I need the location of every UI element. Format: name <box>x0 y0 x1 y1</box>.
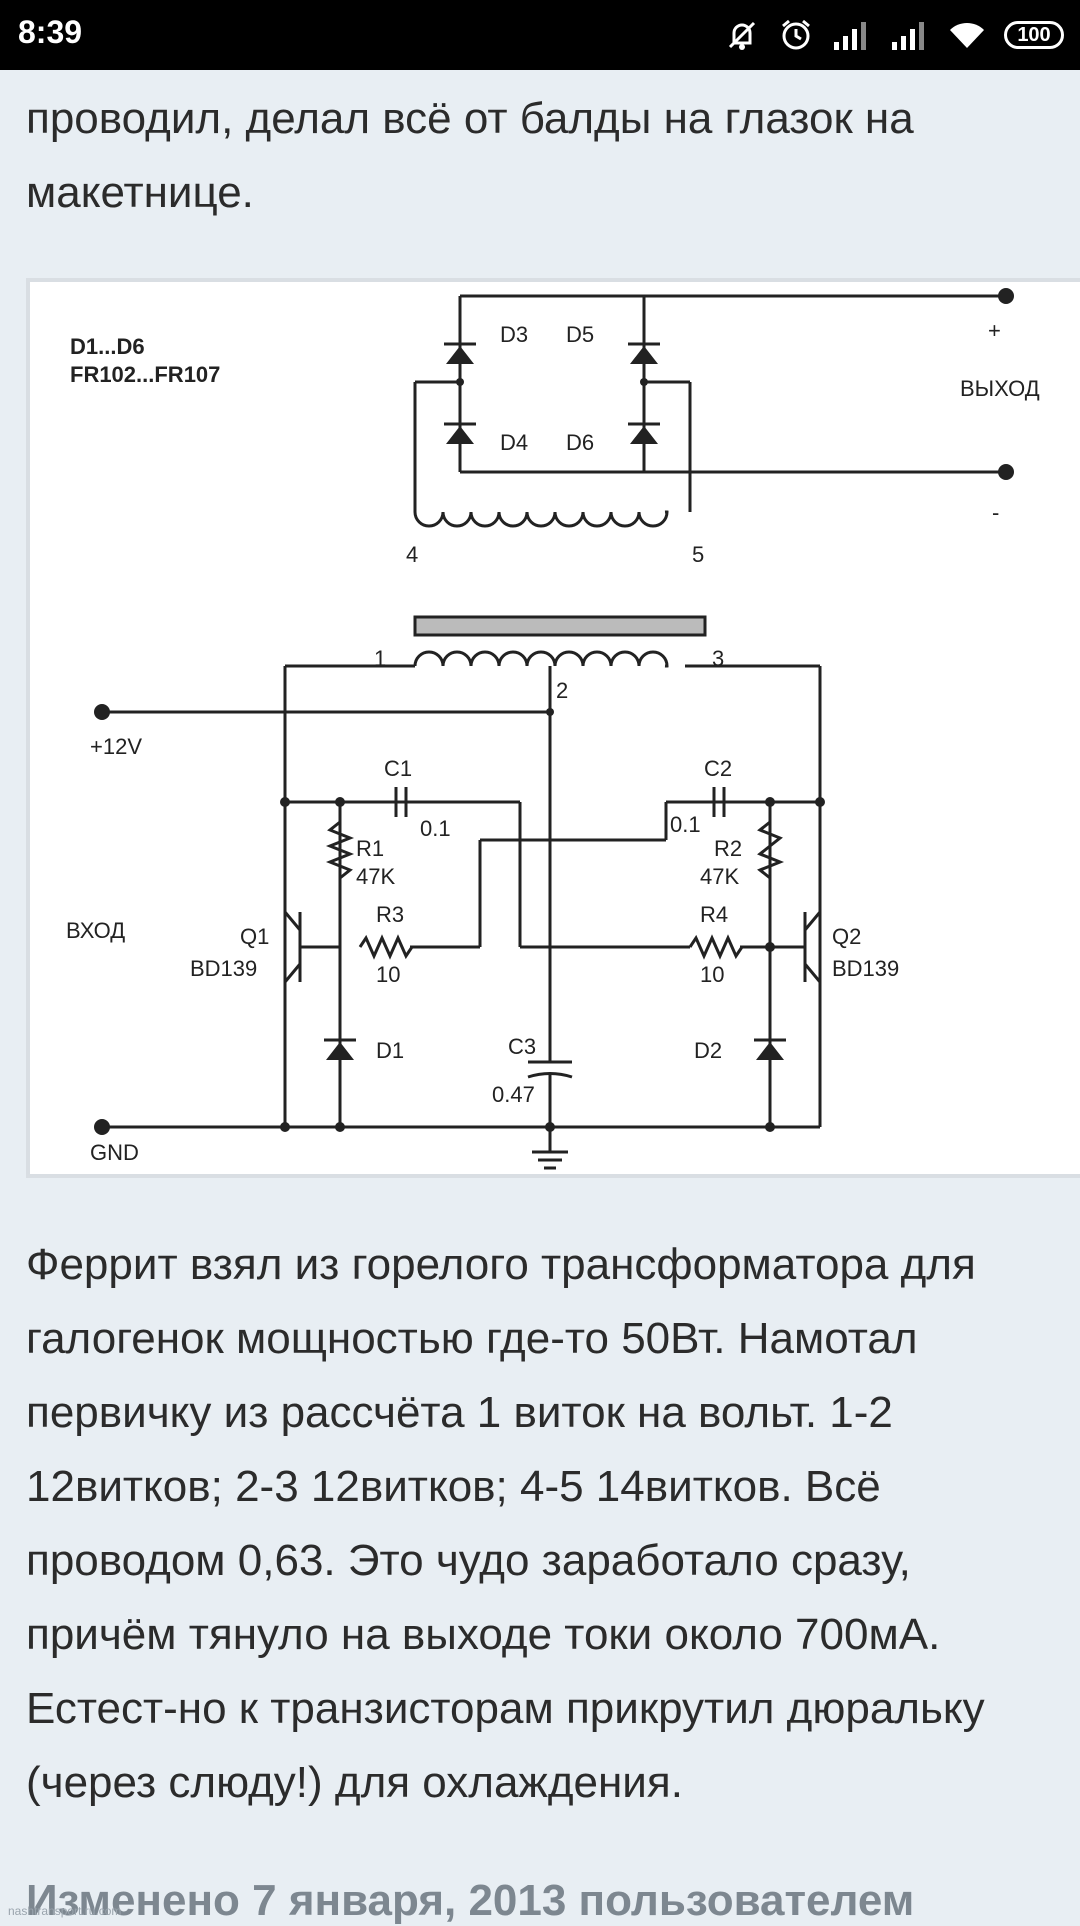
circuit-diagram: D1...D6 FR102...FR107 D3 D5 D4 D6 + - ВЫ… <box>66 288 1040 1170</box>
article-intro-text: проводил, делал всё от балды на глазок н… <box>26 94 914 217</box>
article-body-text: Феррит взял из горелого трансформатора д… <box>26 1240 985 1807</box>
battery-icon: 100 <box>1004 21 1064 49</box>
pin-4-label: 4 <box>406 542 418 567</box>
status-bar: 8:39 100 <box>0 0 1080 70</box>
signal-icon <box>890 20 930 50</box>
plus-label: + <box>988 318 1001 343</box>
signal-icon <box>832 20 872 50</box>
status-icons: 100 <box>724 12 1064 58</box>
gnd-label: GND <box>90 1140 139 1165</box>
diode-spec-label: D1...D6 <box>70 334 145 359</box>
c3-value-label: 0.47 <box>492 1082 535 1107</box>
r2-label: R2 <box>714 836 742 861</box>
q1-label: Q1 <box>240 924 269 949</box>
pin-1-label: 1 <box>374 646 386 671</box>
r1-label: R1 <box>356 836 384 861</box>
q2-type-label: BD139 <box>832 956 899 981</box>
input-label: ВХОД <box>66 918 125 943</box>
wifi-icon <box>948 20 986 50</box>
c3-label: C3 <box>508 1034 536 1059</box>
r4-label: R4 <box>700 902 728 927</box>
d2-label: D2 <box>694 1038 722 1063</box>
watermark: nashtransport.ru.com <box>8 1904 122 1918</box>
d4-label: D4 <box>500 430 528 455</box>
r3-value-label: 10 <box>376 962 400 987</box>
r2-value-label: 47K <box>700 864 739 889</box>
minus-label: - <box>992 500 999 525</box>
output-label: ВЫХОД <box>960 376 1040 401</box>
schematic-image[interactable]: D1...D6 FR102...FR107 D3 D5 D4 D6 + - ВЫ… <box>26 278 1080 1178</box>
status-time: 8:39 <box>18 14 83 50</box>
transformer-core <box>413 615 707 637</box>
r4-value-label: 10 <box>700 962 724 987</box>
d6-label: D6 <box>566 430 594 455</box>
c2-value-label: 0.1 <box>670 812 701 837</box>
q2-label: Q2 <box>832 924 861 949</box>
edit-note: Изменено 7 января, 2013 пользователем <box>26 1876 915 1925</box>
d5-label: D5 <box>566 322 594 347</box>
r1-value-label: 47K <box>356 864 395 889</box>
pin-3-label: 3 <box>712 646 724 671</box>
r3-label: R3 <box>376 902 404 927</box>
battery-level: 100 <box>1017 23 1051 46</box>
v12-label: +12V <box>90 734 142 759</box>
q1-type-label: BD139 <box>190 956 257 981</box>
alarm-icon <box>778 17 814 53</box>
d3-label: D3 <box>500 322 528 347</box>
c1-value-label: 0.1 <box>420 816 451 841</box>
c2-label: C2 <box>704 756 732 781</box>
d1-label: D1 <box>376 1038 404 1063</box>
mute-icon <box>724 17 760 53</box>
pin-5-label: 5 <box>692 542 704 567</box>
pin-2-label: 2 <box>556 678 568 703</box>
diode-spec-label: FR102...FR107 <box>70 362 220 387</box>
c1-label: C1 <box>384 756 412 781</box>
